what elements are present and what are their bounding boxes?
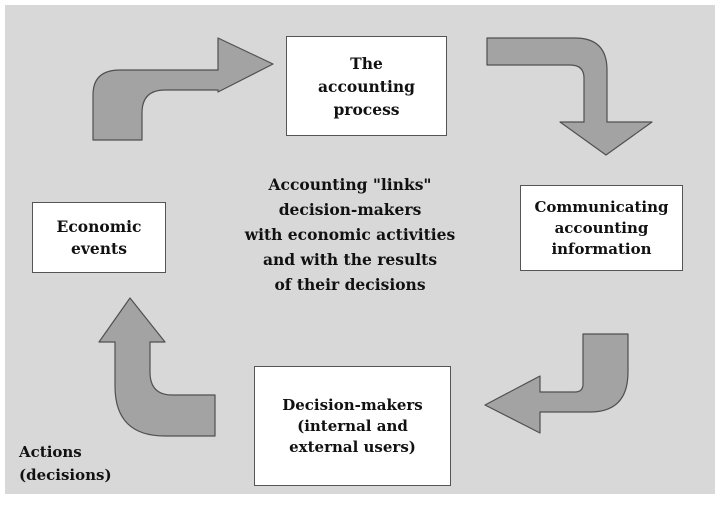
economic-events-label: Economic events — [56, 216, 142, 258]
arrow-decision-to-events — [98, 297, 216, 437]
arrow-process-to-communicating — [486, 37, 653, 156]
arrow-communicating-to-decision — [484, 333, 629, 434]
accounting-process-label: The accounting process — [318, 53, 415, 119]
communicating-information-label: Communicating accounting information — [534, 197, 669, 258]
accounting-process-box: The accounting process — [286, 36, 447, 136]
decision-makers-box: Decision-makers (internal and external u… — [254, 366, 451, 486]
center-statement: Accounting "links" decision-makers with … — [244, 175, 456, 294]
decision-makers-label: Decision-makers (internal and external u… — [282, 395, 423, 456]
communicating-information-box: Communicating accounting information — [520, 185, 683, 271]
arrow-events-to-process — [92, 37, 274, 141]
actions-decisions-label: Actions (decisions) — [19, 443, 112, 484]
economic-events-box: Economic events — [32, 202, 166, 273]
